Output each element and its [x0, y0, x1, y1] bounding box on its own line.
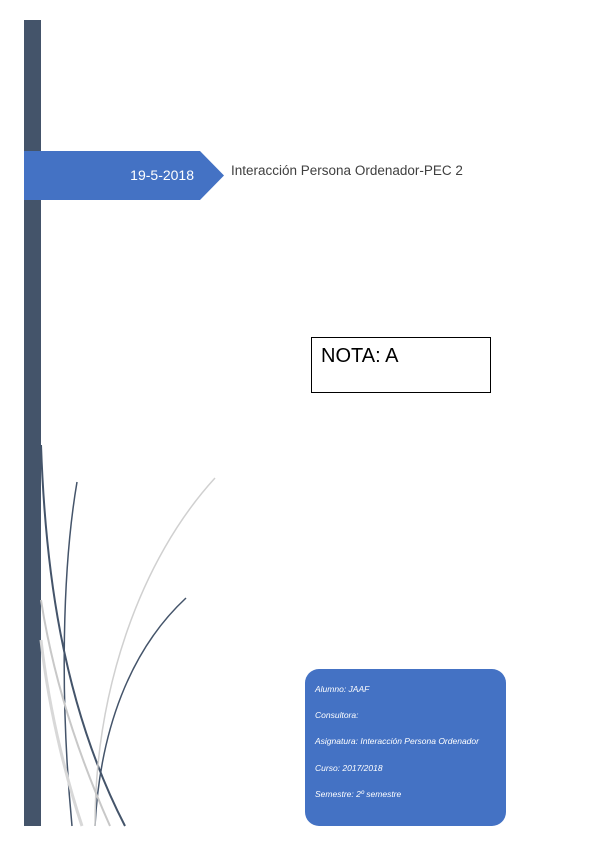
curve-light-1 [94, 477, 216, 827]
curve-light-3 [39, 639, 84, 827]
curve-dark-3 [94, 597, 187, 827]
info-line-course: Curso: 2017/2018 [315, 763, 383, 773]
curve-light-2 [40, 599, 111, 827]
sidebar-bar [24, 20, 41, 826]
grade-box: NOTA: A [311, 337, 491, 393]
document-title: Interacción Persona Ordenador-PEC 2 [231, 163, 463, 178]
date-text: 19-5-2018 [130, 167, 194, 183]
date-banner: 19-5-2018 [24, 151, 224, 200]
info-line-subject: Asignatura: Interacción Persona Ordenado… [315, 736, 479, 746]
info-line-semester: Semestre: 2º semestre [315, 789, 402, 799]
info-line-student: Alumno: JAAF [315, 684, 370, 694]
date-banner-shape [24, 151, 224, 200]
grade-text: NOTA: A [321, 345, 399, 367]
curve-dark-1 [40, 444, 126, 827]
student-info-card: Alumno: JAAF Consultora: Asignatura: Int… [305, 669, 506, 826]
info-line-consultant: Consultora: [315, 710, 359, 720]
